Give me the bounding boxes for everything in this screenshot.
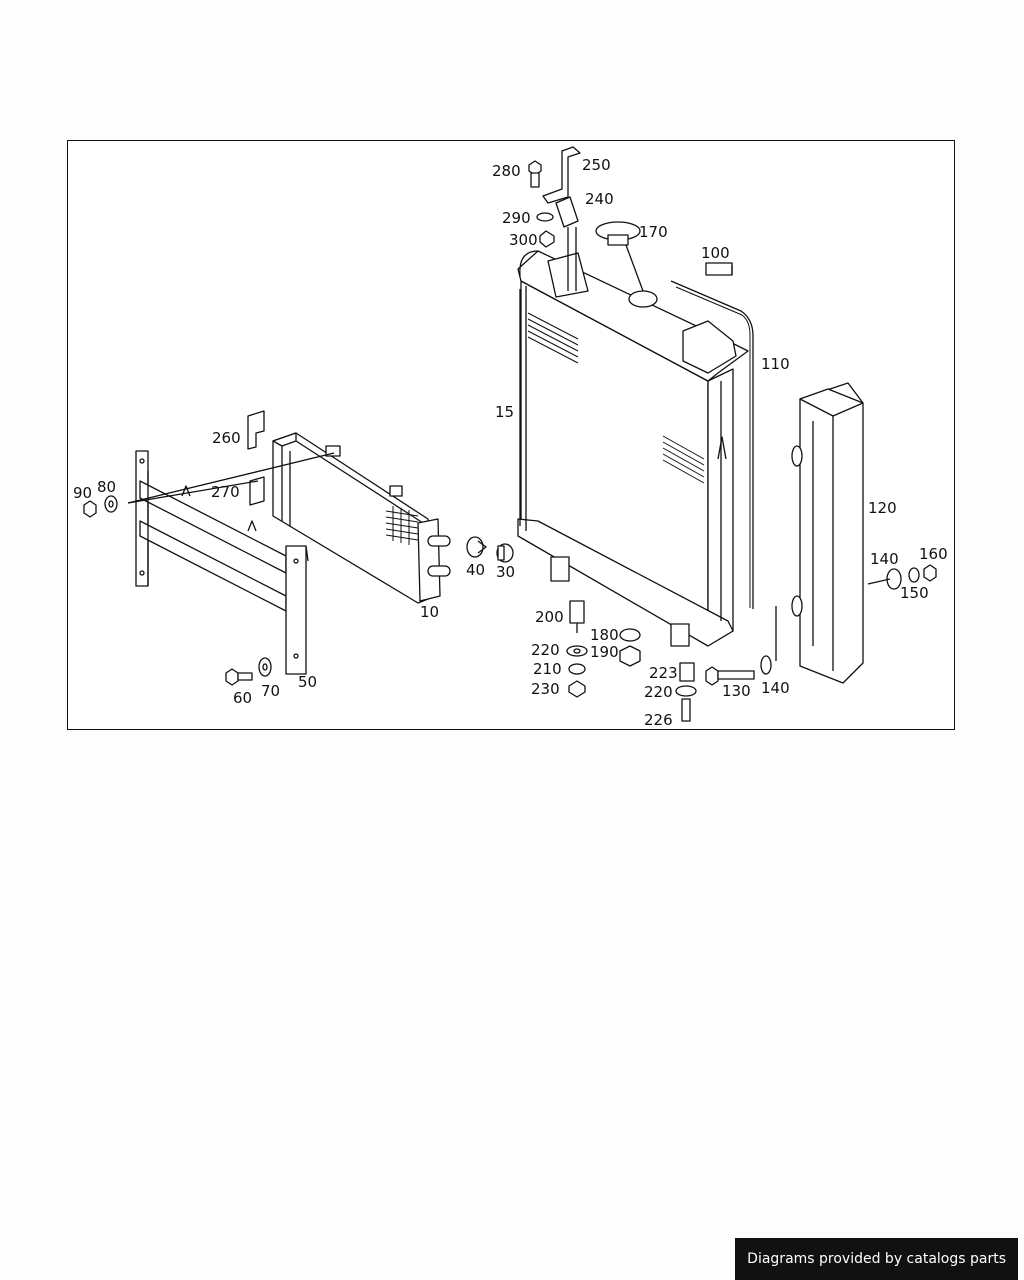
part-label-190: 190 — [590, 643, 619, 661]
part-label-226: 226 — [644, 711, 673, 729]
part-label-140-right: 140 — [870, 550, 899, 568]
part-label-140-lower: 140 — [761, 679, 790, 697]
part-label-300: 300 — [509, 231, 538, 249]
part-label-120: 120 — [868, 499, 897, 517]
oil-cooler-drawing — [272, 432, 451, 604]
part-label-150: 150 — [900, 584, 929, 602]
part-label-220-lower: 220 — [644, 683, 673, 701]
credit-badge: Diagrams provided by catalogs parts — [735, 1238, 1018, 1280]
part-label-70: 70 — [261, 682, 280, 700]
top-fasteners-drawing — [528, 146, 733, 292]
part-label-220-upper: 220 — [531, 641, 560, 659]
part-label-230: 230 — [531, 680, 560, 698]
aux-cooler-drawing — [775, 382, 937, 684]
parts-diagram-frame: 10 15 30 40 50 60 70 80 90 100 110 120 1… — [67, 140, 955, 730]
part-label-260: 260 — [212, 429, 241, 447]
left-fasteners-drawing — [83, 495, 514, 686]
part-label-170: 170 — [639, 223, 668, 241]
part-label-223: 223 — [649, 664, 678, 682]
part-label-240: 240 — [585, 190, 614, 208]
part-label-80: 80 — [97, 478, 116, 496]
part-label-15: 15 — [495, 403, 514, 421]
part-label-270: 270 — [211, 483, 240, 501]
clamp-drawing — [127, 410, 335, 506]
radiator-exploded-view: 10 15 30 40 50 60 70 80 90 100 110 120 1… — [73, 146, 948, 729]
part-label-210: 210 — [533, 660, 562, 678]
part-label-200: 200 — [535, 608, 564, 626]
part-label-130: 130 — [722, 682, 751, 700]
part-label-60: 60 — [233, 689, 252, 707]
part-label-280: 280 — [492, 162, 521, 180]
part-labels: 10 15 30 40 50 60 70 80 90 100 110 120 1… — [73, 156, 948, 729]
mounting-frame-drawing — [135, 450, 309, 675]
part-label-110: 110 — [761, 355, 790, 373]
part-label-30: 30 — [496, 563, 515, 581]
hose-drawing — [670, 280, 754, 609]
part-label-180: 180 — [590, 626, 619, 644]
part-label-250: 250 — [582, 156, 611, 174]
part-label-40: 40 — [466, 561, 485, 579]
part-label-10: 10 — [420, 603, 439, 621]
part-label-100: 100 — [701, 244, 730, 262]
part-label-90: 90 — [73, 484, 92, 502]
part-label-160: 160 — [919, 545, 948, 563]
part-label-290: 290 — [502, 209, 531, 227]
lower-fasteners-drawing — [566, 600, 772, 722]
radiator-core-drawing — [517, 250, 749, 647]
part-label-50: 50 — [298, 673, 317, 691]
